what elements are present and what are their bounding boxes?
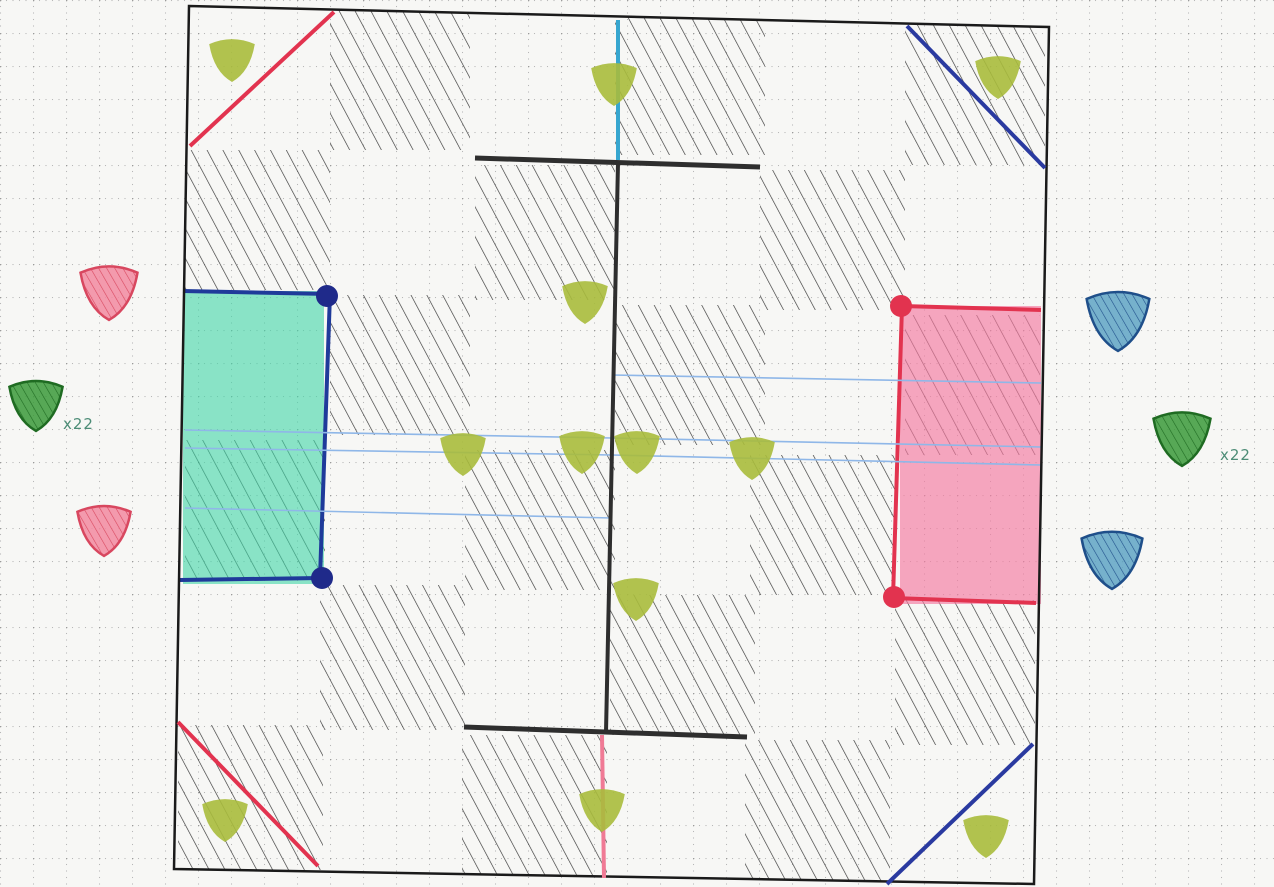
hatch-zone-center-right <box>750 455 895 595</box>
hatch-zone-top-center <box>615 15 765 155</box>
hatch-zone-bottom-right <box>745 740 890 885</box>
hatch-zone-upper-left <box>185 150 330 290</box>
right-count-label: x22 <box>1220 446 1251 464</box>
teal-zone <box>180 285 338 589</box>
pink-zone-corner-bottom <box>883 586 905 608</box>
teal-zone-corner-top <box>316 285 338 307</box>
pink-zone <box>883 295 1041 608</box>
hatch-zone-center-left <box>465 450 615 590</box>
teal-zone-corner-bottom <box>311 567 333 589</box>
hatch-zone-top-left <box>330 10 470 150</box>
hatch-zone-upper-right <box>760 170 905 310</box>
hatch-zone-lower-left <box>320 585 465 730</box>
hatch-zone-upper-mid <box>475 165 615 300</box>
hatch-zone-lower-right <box>895 600 1035 745</box>
pink-zone-corner-top <box>890 295 912 317</box>
left-count-label: x22 <box>63 415 94 433</box>
hatch-zone-mid-left <box>330 295 470 435</box>
